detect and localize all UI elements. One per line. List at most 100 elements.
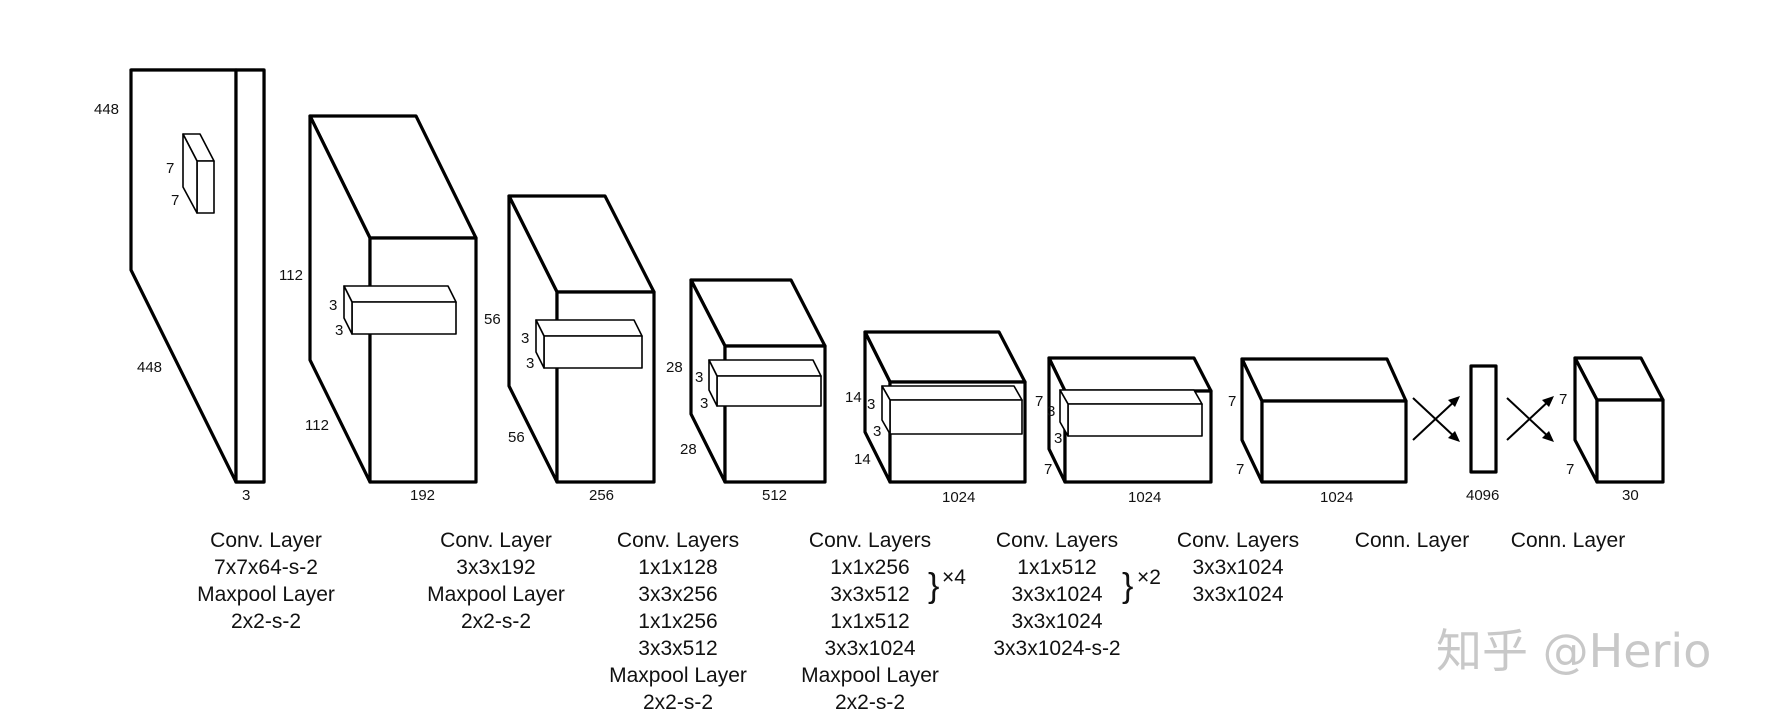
caption-line: 3x3x1024 [1011, 610, 1102, 633]
conv4-depth-label: 512 [762, 487, 787, 504]
conv5-volume [863, 330, 1027, 484]
caption-line: Maxpool Layer [801, 664, 939, 687]
conv6-kernel [1059, 389, 1203, 437]
conv5-kernel-label-b: 3 [873, 423, 881, 440]
caption-line: 3x3x1024 [824, 637, 915, 660]
caption-line: 3x3x1024 [1011, 583, 1102, 606]
conv3-kernel-label-a: 3 [521, 330, 529, 347]
caption-line: 3x3x1024 [1192, 583, 1283, 606]
fc7-width-label: 7 [1236, 461, 1244, 478]
caption-line: Conv. Layers [617, 529, 739, 552]
input-slab [129, 68, 238, 484]
conv4-height-label: 28 [666, 359, 683, 376]
watermark: 知乎 @Herio [1436, 624, 1711, 678]
conv5-height-label: 14 [845, 389, 862, 406]
caption-line: 3x3x512 [638, 637, 717, 660]
conv4-width-label: 28 [680, 441, 697, 458]
repeat-count: ×2 [1137, 566, 1161, 589]
caption-conv5: Conv. Layers 1x1x512 3x3x1024 3x3x1024 3… [993, 529, 1161, 660]
conv3-height-label: 56 [484, 311, 501, 328]
caption-line: 1x1x512 [1017, 556, 1096, 579]
caption-conv4: Conv. Layers 1x1x256 3x3x512 1x1x512 3x3… [801, 529, 966, 714]
input-kernel-label-b: 7 [171, 192, 179, 209]
conv4-kernel-label-b: 3 [700, 395, 708, 412]
connection-arrows-2 [1506, 396, 1554, 442]
conv6-depth-label: 1024 [1128, 489, 1161, 506]
caption-line: 3x3x256 [638, 583, 717, 606]
input-volume [129, 68, 266, 484]
conv3-kernel [535, 319, 643, 369]
input-front-face [234, 68, 266, 484]
conv6-width-label: 7 [1044, 461, 1052, 478]
conv4-volume [689, 278, 827, 484]
conv2-kernel-label-a: 3 [329, 297, 337, 314]
repeat-count: ×4 [942, 566, 966, 589]
conv2-kernel-label-b: 3 [335, 322, 343, 339]
repeat-brace: } [928, 567, 939, 605]
caption-line: 2x2-s-2 [461, 610, 531, 633]
conv5-width-label: 14 [854, 451, 871, 468]
fc7-volume [1240, 357, 1408, 484]
caption-line: 3x3x192 [456, 556, 535, 579]
caption-line: Maxpool Layer [609, 664, 747, 687]
caption-line: 7x7x64-s-2 [214, 556, 318, 579]
conv3-depth-label: 256 [589, 487, 614, 504]
conv6-kernel-label-b: 3 [1054, 430, 1062, 447]
output-volume [1573, 356, 1665, 484]
fc8-size-label: 4096 [1466, 487, 1499, 504]
conv6-height-label: 7 [1035, 393, 1043, 410]
caption-line: Conv. Layers [996, 529, 1118, 552]
caption-conv6: Conv. Layers 3x3x1024 3x3x1024 [1177, 529, 1299, 606]
fc8-vector [1469, 364, 1498, 474]
caption-line: Conv. Layer [440, 529, 552, 552]
caption-line: 1x1x128 [638, 556, 717, 579]
caption-line: 1x1x256 [830, 556, 909, 579]
input-depth-label: 3 [242, 487, 250, 504]
output-width-label: 7 [1566, 461, 1574, 478]
fc7-height-label: 7 [1228, 393, 1236, 410]
caption-fc7: Conn. Layer [1355, 529, 1469, 552]
conv2-depth-label: 192 [410, 487, 435, 504]
caption-line: 2x2-s-2 [643, 691, 713, 714]
caption-line: Maxpool Layer [427, 583, 565, 606]
caption-line: 1x1x512 [830, 610, 909, 633]
fc7-depth-label: 1024 [1320, 489, 1353, 506]
input-height-label: 448 [94, 101, 119, 118]
caption-conv3: Conv. Layers 1x1x128 3x3x256 1x1x256 3x3… [609, 529, 747, 714]
caption-line: Maxpool Layer [197, 583, 335, 606]
input-kernel-label-a: 7 [166, 160, 174, 177]
conv2-volume [308, 114, 478, 484]
conv2-width-label: 112 [305, 417, 329, 434]
caption-line: Conv. Layers [1177, 529, 1299, 552]
caption-line: Conv. Layers [809, 529, 931, 552]
output-depth-label: 30 [1622, 487, 1639, 504]
conv6-kernel-label-a: 3 [1047, 403, 1055, 420]
conv3-kernel-label-b: 3 [526, 355, 534, 372]
caption-line: 3x3x1024 [1192, 556, 1283, 579]
caption-line: 1x1x256 [638, 610, 717, 633]
repeat-brace: } [1122, 567, 1133, 605]
conv5-kernel-label-a: 3 [867, 396, 875, 413]
caption-line: Conv. Layer [210, 529, 322, 552]
conv4-kernel [708, 359, 822, 407]
conv6-volume [1047, 356, 1213, 484]
conv2-height-label: 112 [279, 267, 303, 284]
conv5-depth-label: 1024 [942, 489, 975, 506]
caption-fc8: Conn. Layer [1511, 529, 1625, 552]
caption-line: 2x2-s-2 [231, 610, 301, 633]
caption-conv1: Conv. Layer 7x7x64-s-2 Maxpool Layer 2x2… [197, 529, 335, 633]
conv3-volume [507, 194, 656, 484]
caption-line: 2x2-s-2 [835, 691, 905, 714]
connection-arrows-1 [1412, 396, 1460, 442]
caption-line: 3x3x512 [830, 583, 909, 606]
conv4-kernel-label-a: 3 [695, 369, 703, 386]
caption-conv2: Conv. Layer 3x3x192 Maxpool Layer 2x2-s-… [427, 529, 565, 633]
conv5-kernel [881, 385, 1023, 435]
conv3-width-label: 56 [508, 429, 525, 446]
output-height-label: 7 [1559, 391, 1567, 408]
conv2-kernel [343, 285, 457, 335]
caption-line: 3x3x1024-s-2 [993, 637, 1120, 660]
input-width-label: 448 [137, 359, 162, 376]
input-kernel [182, 133, 215, 214]
